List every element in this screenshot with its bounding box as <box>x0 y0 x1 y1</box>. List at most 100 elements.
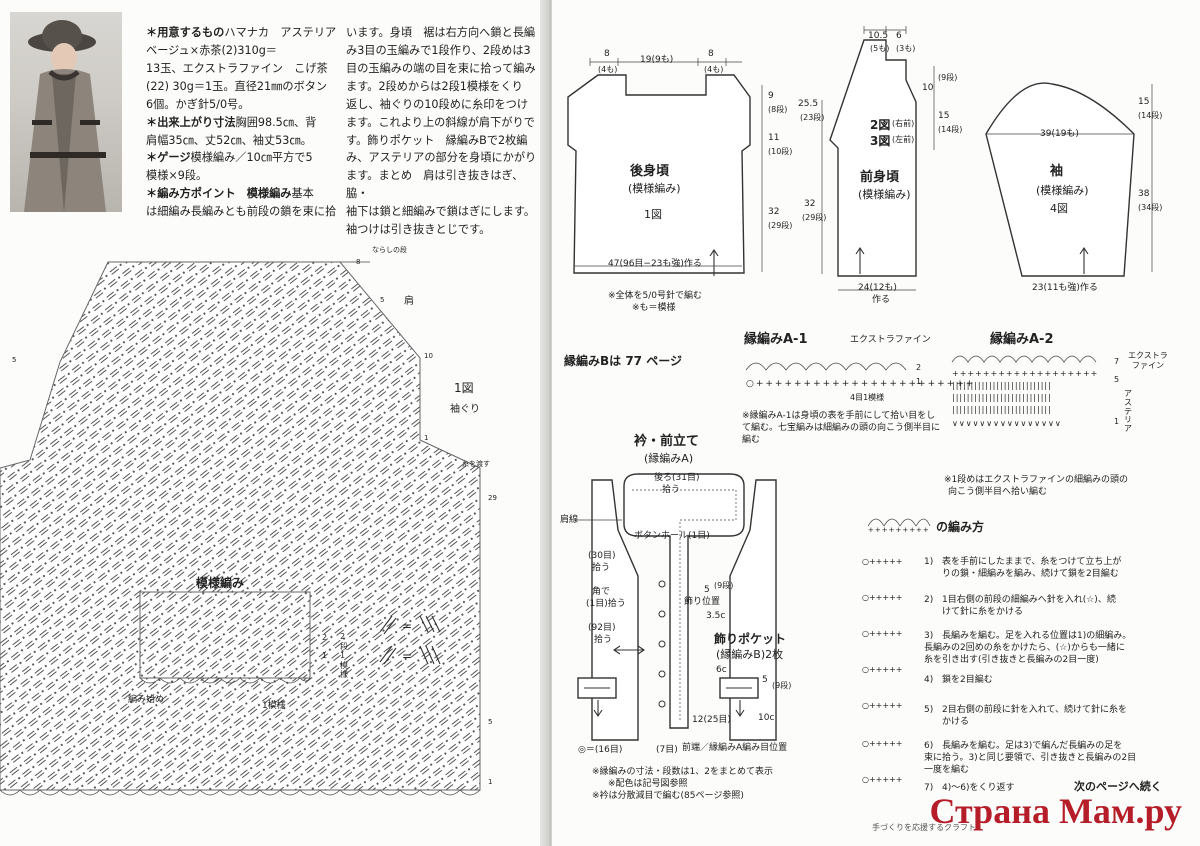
sleeve-title: 袖 <box>1050 164 1064 179</box>
collar-pick92: (92目) <box>588 623 616 633</box>
howto-title: の編み方 <box>936 520 985 534</box>
chart1-sub: 袖ぐり <box>450 402 480 415</box>
collar-pick30-2: 拾う <box>592 563 611 573</box>
row-number: 1 <box>424 434 428 442</box>
pocket-sub: (縁編みB)2枚 <box>716 648 784 661</box>
a1-row: 1 <box>916 377 922 386</box>
svg-text:∨∨∨∨∨∨∨∨∨∨∨∨∨∨∨∨: ∨∨∨∨∨∨∨∨∨∨∨∨∨∨∨∨ <box>952 419 1062 428</box>
edging-a2-chart: +++++++++++++++++++ ||||||||||||||||||||… <box>951 355 1098 428</box>
back-dim: (29段) <box>768 221 793 230</box>
front-dim: (3も) <box>896 44 916 53</box>
collar-note: ※縁編みの寸法・段数は1、2をまとめて表示 <box>592 767 773 777</box>
gauge-line: 模様×9段。 <box>146 169 208 183</box>
pattern-swatch <box>139 591 311 684</box>
howto-step-number: 5) <box>924 705 934 715</box>
back-sub: (模様編み) <box>628 182 681 195</box>
row-number: 1 <box>488 778 492 786</box>
collar-pick30: (30目) <box>588 551 616 561</box>
instruction-line: 袖下は鎖と細編みで鎖はぎにします。 <box>346 205 536 219</box>
point-line: は細編み長編みとも前段の鎖を束に拾 <box>146 205 337 219</box>
collar-note: ※配色は記号図参照 <box>608 779 688 789</box>
sleeve-fig: 4図 <box>1050 202 1068 215</box>
footer-text: 手づくりを応援するクラフト <box>872 823 976 832</box>
howto-step-text: 糸を引き出す(引き抜きと長編みの2目一度) <box>924 655 1099 665</box>
collar-pick7: (7目) <box>656 745 678 755</box>
howto-step-text: 1目右側の前段の細編みへ針を入れ(☆)、続 <box>942 595 1116 605</box>
pattern-start: 編み始め <box>128 695 165 705</box>
back-dim: 11 <box>768 133 780 143</box>
svg-text:|||||||||||||||||||||||||||: ||||||||||||||||||||||||||| <box>952 381 1052 390</box>
row-number: 5 <box>488 718 492 726</box>
front-fig2-note: (左前) <box>892 135 915 144</box>
row-number: 8 <box>356 258 360 266</box>
a2-note: ※1段めはエクストラファインの細編みの頭の <box>944 475 1128 485</box>
howto-step-text: 一度を編む <box>924 765 970 775</box>
back-dim: 8 <box>708 49 714 59</box>
sleeve-dim: 15 <box>1138 97 1150 107</box>
back-dim: 19(9も) <box>640 55 674 65</box>
back-dim: (4も) <box>598 65 618 74</box>
materials-line: ハマナカ アステリア ベージュ×赤茶(2)310g＝ <box>146 26 348 57</box>
howto-step-text: 2目右側の前段に針を入れて、続けて針に糸を <box>942 705 1128 715</box>
svg-text:|||||||||||||||||||||||||||: ||||||||||||||||||||||||||| <box>952 405 1052 414</box>
a2-title: 縁編みA-2 <box>990 332 1054 347</box>
back-dim: (4も) <box>704 65 724 74</box>
howto-step-number: 4) <box>924 675 934 685</box>
materials-heading: ＊用意するもの <box>146 26 225 39</box>
materials-line: 13玉、エクストラファイン こげ茶 <box>146 61 328 75</box>
left-page: ＊用意するものハマナカ アステリア ベージュ×赤茶(2)310g＝ 13玉、エク… <box>0 0 548 846</box>
stitch-chart-1: ならしの段 8 5 肩 10 1図 袖ぐり 1 糸を渡す 29 5 1 5 <box>0 245 497 796</box>
front-dim: 32 <box>804 199 816 209</box>
collar-side: 5 <box>704 585 710 595</box>
front-dim: (29段) <box>802 213 827 222</box>
a1-note: て編む。七宝編みは細編みの頭の向こう側半目に <box>742 423 941 433</box>
howto-step-text: 表を手前にしたままで、糸をつけて立ち上が <box>942 557 1122 567</box>
howto-step-text: りの鎖・細編みを編み、続けて鎖を2目編む <box>942 569 1119 579</box>
a1-note: 編む <box>742 435 761 445</box>
back-dim: 8 <box>604 49 610 59</box>
a2-yarn: エクストラ <box>1128 351 1168 360</box>
howto-step-number: 6) <box>924 741 934 751</box>
collar-corner-2: (1目)拾う <box>586 599 626 609</box>
gauge-heading: ＊ゲージ <box>146 151 191 165</box>
collar-side: (9段) <box>772 681 792 690</box>
front-bottom: 24(12も) <box>858 283 897 293</box>
front-dim: 10 <box>922 83 934 93</box>
back-dim: 32 <box>768 207 780 217</box>
collar-pick92-2: 拾う <box>594 635 613 645</box>
howto-step-text: 長編みを編む。足は3)で編んだ長編みの足を <box>942 741 1123 751</box>
howto-step-text: けて針に糸をかける <box>942 607 1024 617</box>
collar-pick12: 12(25目) <box>692 715 731 725</box>
symbol-legend: = = <box>379 615 441 665</box>
front-dim: (9段) <box>938 73 958 82</box>
edging-a1-chart: ○+++++++++++++++++++++++ <box>745 362 973 389</box>
a1-row: 2 <box>916 363 922 372</box>
front-dim: 6 <box>896 31 902 41</box>
row-number: 5 <box>380 296 384 304</box>
svg-text:+++++++++++++++++++: +++++++++++++++++++ <box>952 369 1098 378</box>
sleeve-dim: 38 <box>1138 189 1150 199</box>
a2-row: 1 <box>1114 417 1120 426</box>
collar-button-pos: 飾り位置 <box>684 597 721 607</box>
instruction-line: 目の玉編みの端の目を束に拾って編み <box>346 61 536 75</box>
instruction-line: 袖つけは引き抜きとじです。 <box>346 223 491 237</box>
collar-c6: 6c <box>716 665 727 675</box>
a1-title: 縁編みA-1 <box>744 332 808 347</box>
howto-step-number: 2) <box>924 595 934 605</box>
materials-line: 6個。かぎ針5/0号。 <box>146 97 250 111</box>
chart1-shoulder: 肩 <box>404 294 414 307</box>
howto-step-text: 長編みを編む。足を入れる位置は1)の細編み。 <box>942 631 1132 641</box>
point-line: 基本 <box>291 187 314 201</box>
instructions-column-1: ＊用意するものハマナカ アステリア ベージュ×赤茶(2)310g＝ 13玉、エク… <box>146 24 347 221</box>
sleeve-dim: (14段) <box>1138 111 1163 120</box>
back-dim: (8段) <box>768 105 788 114</box>
instruction-line: 返し、袖ぐりの10段めに糸印をつけ <box>346 97 529 111</box>
pocket-title: 飾りポケット <box>714 632 787 646</box>
collar-pick16: ◎＝(16目) <box>578 745 623 755</box>
svg-text:○+++++++++++++++++++++++: ○+++++++++++++++++++++++ <box>746 379 975 389</box>
pattern-row: 2 <box>322 633 328 642</box>
collar-side: 5 <box>762 675 768 685</box>
instruction-line: す。飾りポケット 縁編みBで2枚編 <box>346 133 528 147</box>
sleeve-dim: (34段) <box>1138 203 1163 212</box>
